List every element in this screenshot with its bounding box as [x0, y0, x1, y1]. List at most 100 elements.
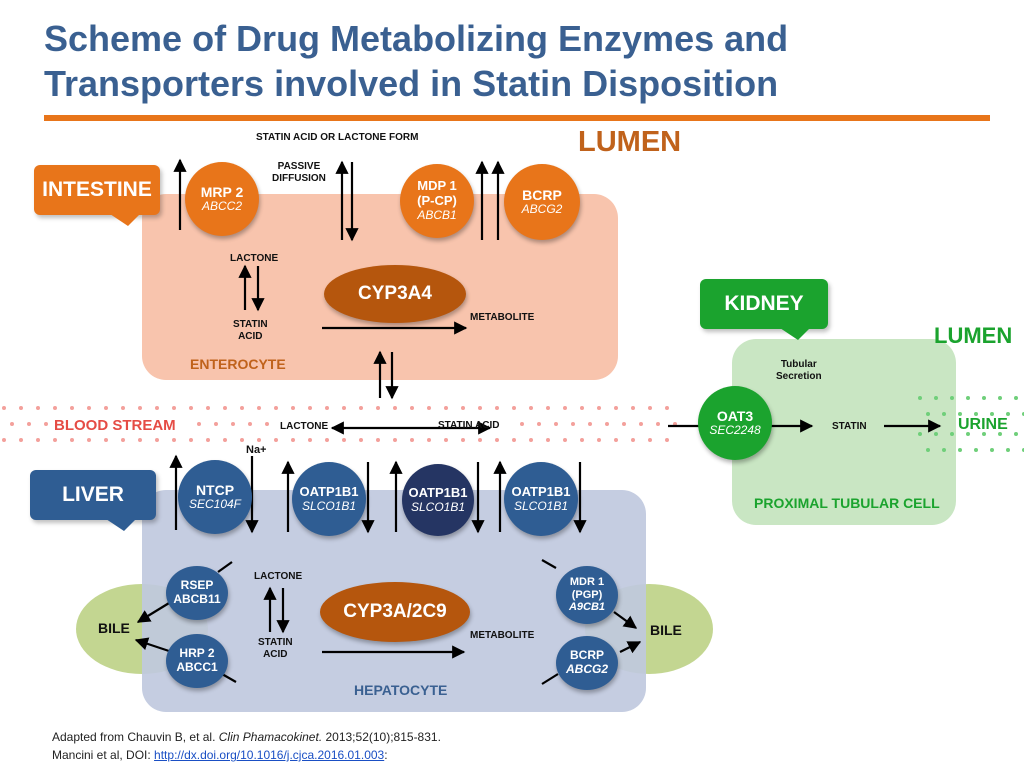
blood-dot	[495, 438, 499, 442]
urine-dot	[1014, 432, 1018, 436]
bcrp-bottom-gene: ABCG2	[565, 662, 608, 676]
blood-dot	[393, 406, 397, 410]
line-bcrp-in	[541, 673, 559, 685]
lactone-mid-label: LACTONE	[280, 421, 329, 432]
passive-diffusion-line-1: PASSIVE	[277, 161, 321, 172]
blood-dot	[214, 422, 218, 426]
urine-dot	[990, 412, 994, 416]
passive-diffusion-line-2: DIFFUSION	[272, 173, 326, 184]
enterocyte-label: ENTEROCYTE	[190, 356, 286, 372]
kidney-tag: KIDNEY	[700, 279, 828, 329]
blood-dot	[656, 422, 660, 426]
lumen-right-label: LUMEN	[934, 323, 1013, 348]
title-underline	[44, 115, 990, 121]
blood-dot	[546, 438, 550, 442]
statin-acid-bottom-label: STATIN ACID	[258, 637, 293, 661]
oatp1b1-transporter-2: OATP1B1 SLCO1B1	[402, 464, 474, 536]
cyp3a-2c9-enzyme: CYP3A/2C9	[320, 582, 470, 642]
blood-dot	[19, 438, 23, 442]
tubular-line-2: Secretion	[776, 371, 822, 382]
citation-1: Adapted from Chauvin B, et al. Clin Pham…	[52, 730, 441, 744]
rsep-transporter: RSEP ABCB11	[166, 566, 228, 620]
intestine-label: INTESTINE	[42, 178, 152, 201]
liver-tag: LIVER	[30, 470, 156, 520]
mdp1-name-line-2: (P-CP)	[417, 193, 457, 209]
blood-dot	[359, 438, 363, 442]
statin-acid-top-line-2: ACID	[238, 331, 263, 342]
blood-dot	[520, 422, 524, 426]
ntcp-gene: SEC104F	[188, 497, 242, 512]
blood-dot	[614, 438, 618, 442]
blood-dot	[512, 406, 516, 410]
citation-1-journal: Clin Phamacokinet.	[218, 730, 323, 744]
blood-dot	[648, 438, 652, 442]
kidney-tag-pointer	[780, 328, 810, 340]
citation-2-suffix: :	[384, 748, 388, 762]
urine-dot	[950, 432, 954, 436]
mdr1-gene: A9CB1	[568, 601, 606, 614]
blood-stream-label: BLOOD STREAM	[54, 417, 176, 434]
statin-acid-top-line-1: STATIN	[233, 319, 268, 330]
blood-dot	[665, 406, 669, 410]
blood-dot	[189, 406, 193, 410]
blood-dot	[325, 438, 329, 442]
statin-acid-bottom-line-2: ACID	[263, 649, 288, 660]
urine-dot	[934, 432, 938, 436]
cyp3a4-enzyme: CYP3A4	[324, 265, 466, 323]
blood-dot	[376, 406, 380, 410]
passive-diffusion-label: PASSIVE DIFFUSION	[272, 161, 326, 185]
blood-dot	[639, 422, 643, 426]
blood-dot	[537, 422, 541, 426]
blood-dot	[44, 422, 48, 426]
statin-acid-mid-label: STATIN ACID	[438, 420, 500, 431]
doi-link[interactable]: http://dx.doi.org/10.1016/j.cjca.2016.01…	[154, 748, 385, 762]
oatp1-name: OATP1B1	[299, 483, 359, 499]
liver-label: LIVER	[62, 483, 124, 506]
blood-dot	[2, 406, 6, 410]
rsep-name-line-2: ABCB11	[173, 592, 221, 606]
line-rsep-in	[217, 561, 233, 573]
hrp2-name-line-2: ABCC1	[176, 660, 218, 674]
oatp1b1-transporter-1: OATP1B1 SLCO1B1	[292, 462, 366, 536]
line-mdr1-in	[541, 559, 557, 569]
blood-dot	[597, 406, 601, 410]
urine-dot	[982, 432, 986, 436]
blood-dot	[274, 438, 278, 442]
blood-dot	[359, 406, 363, 410]
urine-dot	[966, 396, 970, 400]
blood-dot	[393, 438, 397, 442]
citation-1-suffix: 2013;52(10);815-831.	[322, 730, 441, 744]
blood-dot	[427, 406, 431, 410]
proximal-tubular-label: PROXIMAL TUBULAR CELL	[754, 495, 940, 511]
blood-dot	[461, 406, 465, 410]
ntcp-transporter: NTCP SEC104F	[178, 460, 252, 534]
mrp2-name: MRP 2	[200, 184, 244, 201]
metabolite-bottom-label: METABOLITE	[470, 630, 535, 641]
blood-dot	[189, 438, 193, 442]
blood-dot	[240, 406, 244, 410]
urine-dot	[998, 396, 1002, 400]
statin-acid-top-label: STATIN ACID	[233, 319, 268, 343]
blood-dot	[87, 438, 91, 442]
blood-dot	[563, 438, 567, 442]
arrow-bcrp-to-bile	[619, 641, 642, 654]
urine-label: URINE	[958, 416, 1008, 433]
blood-dot	[410, 438, 414, 442]
blood-dot	[36, 406, 40, 410]
blood-dot	[614, 406, 618, 410]
urine-dot	[1006, 412, 1010, 416]
blood-dot	[70, 406, 74, 410]
lumen-top-label: LUMEN	[578, 126, 682, 158]
blood-dot	[605, 422, 609, 426]
blood-dot	[257, 406, 261, 410]
mdr1-transporter: MDR 1 (PGP) A9CB1	[556, 566, 618, 624]
urine-dot	[942, 448, 946, 452]
blood-dot	[597, 438, 601, 442]
urine-dot	[958, 448, 962, 452]
blood-dot	[580, 438, 584, 442]
blood-dot	[240, 438, 244, 442]
hepatocyte-label: HEPATOCYTE	[354, 682, 448, 698]
bcrp-bottom-transporter: BCRP ABCG2	[556, 636, 618, 690]
urine-dot	[950, 396, 954, 400]
blood-dot	[563, 406, 567, 410]
